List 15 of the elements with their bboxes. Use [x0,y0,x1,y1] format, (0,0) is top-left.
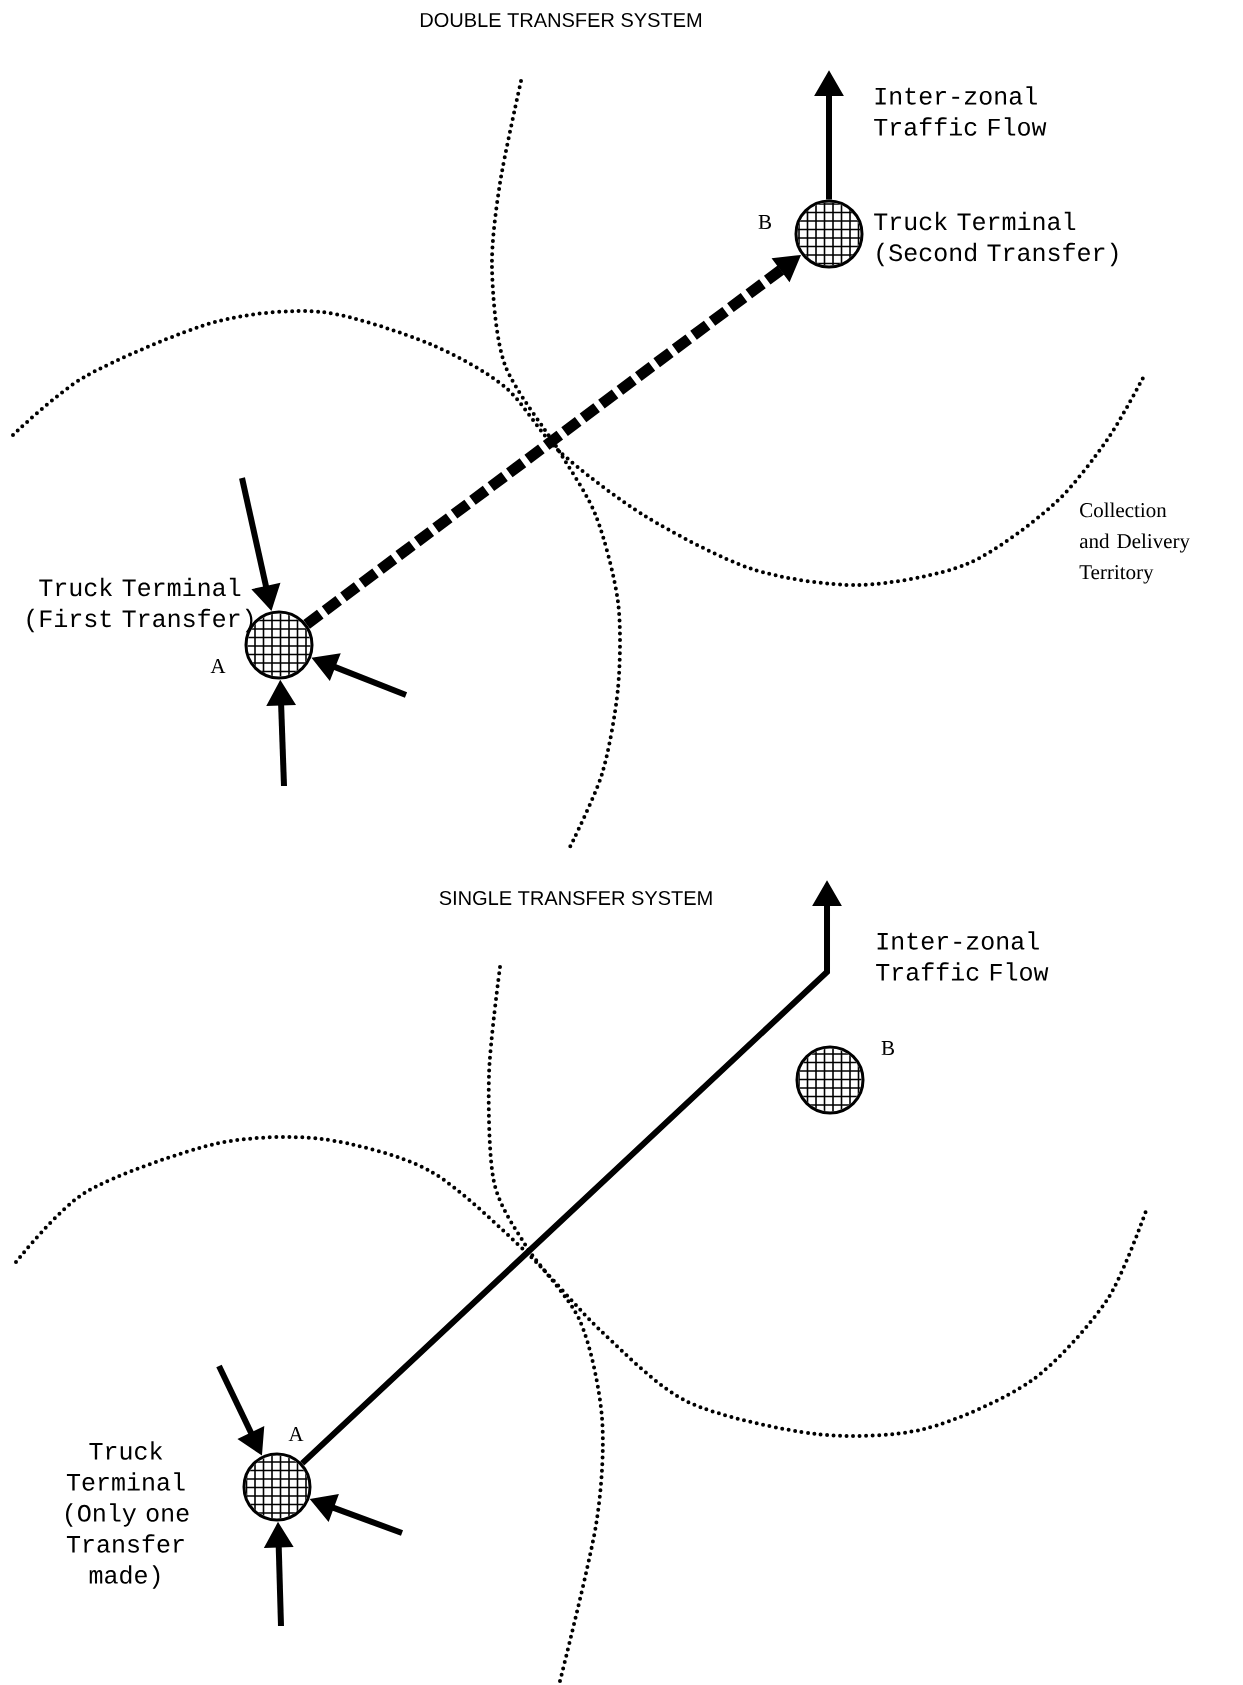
terminal-letter: B [758,215,771,229]
edge-label: Inter-zonal Traffic Flow [876,931,1049,981]
terminal-symbol [794,199,864,269]
terminal-symbol [795,1045,865,1115]
terminal-letter: A [288,1427,304,1441]
terminal-letter: B [881,1041,894,1055]
terminal-letter: A [210,659,226,673]
terminal-label: Truck Terminal (First Transfer) [27,577,253,633]
edge-label: Inter-zonal Traffic Flow [874,86,1047,136]
title: DOUBLE TRANSFER SYSTEM [420,12,701,28]
title: SINGLE TRANSFER SYSTEM [439,890,712,906]
terminal-symbol [242,1452,312,1522]
area-label: Collection and Delivery Territory [1079,502,1190,584]
terminal-label: Truck Terminal (Second Transfer) [874,211,1118,267]
terminal-label: Truck Terminal (Only one Transfer made) [66,1441,189,1589]
